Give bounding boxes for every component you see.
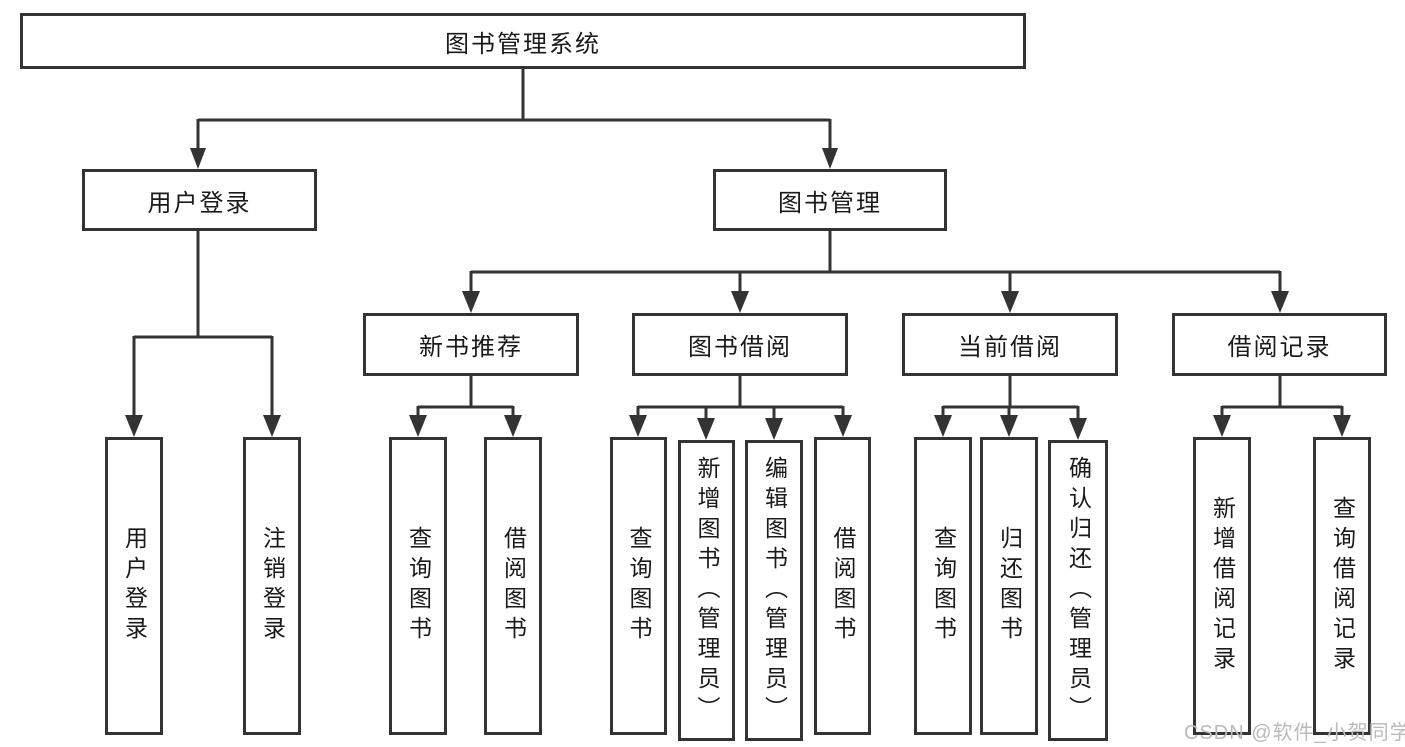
node-user-login-label: 用户登录 <box>147 189 252 217</box>
node-root-label: 图书管理系统 <box>445 30 601 58</box>
leaf-user-login: 用户登录 <box>105 437 163 735</box>
leaf-bb-query-books-label: 查询图书 <box>626 526 652 646</box>
node-new-book-rec-label: 新书推荐 <box>419 334 523 361</box>
connector-borrow-records-branch <box>1213 376 1351 437</box>
leaf-rec-borrow-books-label: 借阅图书 <box>500 526 527 646</box>
leaf-logout-label: 注销登录 <box>259 526 286 646</box>
leaf-bb-query-books: 查询图书 <box>610 437 667 735</box>
leaf-rec-query-books: 查询图书 <box>389 437 447 735</box>
leaf-bb-edit-books-admin-label: 编辑图书（管理员） <box>761 455 788 726</box>
node-user-login: 用户登录 <box>82 169 317 231</box>
leaf-bb-borrow-books: 借阅图书 <box>814 437 871 735</box>
leaf-cb-query-books: 查询图书 <box>914 437 972 735</box>
node-current-borrow: 当前借阅 <box>902 313 1118 376</box>
node-book-borrow-label: 图书借阅 <box>688 334 792 361</box>
leaf-br-add-record-label: 新增借阅记录 <box>1209 496 1236 676</box>
connector-new-book-rec-branch <box>409 376 522 437</box>
connector-current-borrow-branch <box>934 376 1087 440</box>
node-current-borrow-label: 当前借阅 <box>958 334 1062 361</box>
connector-book-mgmt-branch <box>462 231 1289 313</box>
leaf-cb-confirm-return-admin-label: 确认归还（管理员） <box>1065 455 1092 726</box>
leaf-br-query-record: 查询借阅记录 <box>1313 437 1371 735</box>
watermark: CSDN @软件_小贺同学 <box>1184 722 1405 744</box>
leaf-cb-return-books-label: 归还图书 <box>996 526 1023 646</box>
leaf-bb-add-books-admin: 新增图书（管理员） <box>678 440 735 741</box>
node-root: 图书管理系统 <box>20 13 1026 69</box>
leaf-rec-query-books-label: 查询图书 <box>405 526 432 646</box>
connector-root-to-level2 <box>190 69 838 169</box>
leaf-rec-borrow-books: 借阅图书 <box>484 437 542 735</box>
connector-user-login-branch <box>125 231 281 437</box>
node-borrow-records-label: 借阅记录 <box>1227 334 1332 361</box>
node-book-mgmt-label: 图书管理 <box>778 189 882 217</box>
leaf-cb-confirm-return-admin: 确认归还（管理员） <box>1048 440 1108 741</box>
leaf-logout: 注销登录 <box>243 437 301 735</box>
leaf-bb-borrow-books-label: 借阅图书 <box>830 526 856 646</box>
leaf-cb-query-books-label: 查询图书 <box>930 526 957 646</box>
leaf-bb-add-books-admin-label: 新增图书（管理员） <box>694 455 720 726</box>
connector-book-borrow-branch <box>629 376 852 440</box>
node-borrow-records: 借阅记录 <box>1172 313 1387 376</box>
leaf-bb-edit-books-admin: 编辑图书（管理员） <box>745 440 803 741</box>
leaf-cb-return-books: 归还图书 <box>980 437 1038 735</box>
node-new-book-rec: 新书推荐 <box>363 313 579 376</box>
leaf-br-query-record-label: 查询借阅记录 <box>1329 496 1356 676</box>
leaf-br-add-record: 新增借阅记录 <box>1193 437 1251 735</box>
node-book-mgmt: 图书管理 <box>713 169 947 231</box>
leaf-user-login-label: 用户登录 <box>121 526 148 646</box>
node-book-borrow: 图书借阅 <box>632 313 848 376</box>
